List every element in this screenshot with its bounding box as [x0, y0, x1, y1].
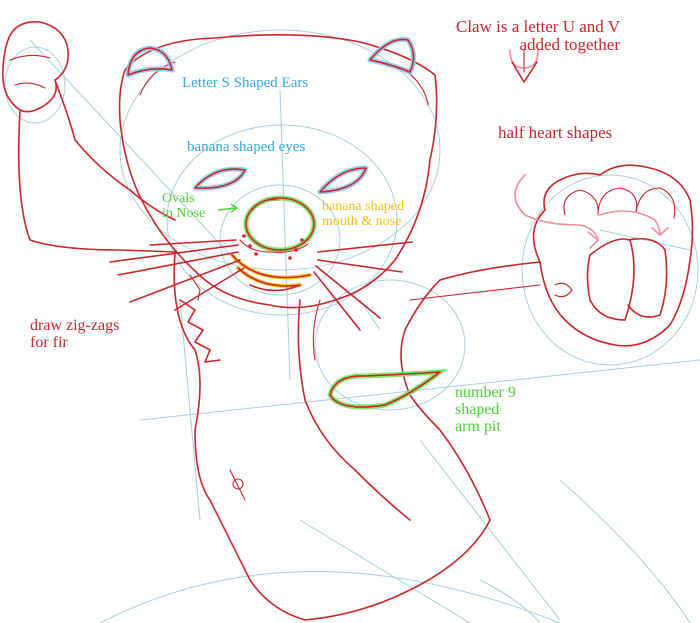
left-arm: [2, 21, 176, 253]
arrow-icon: [217, 203, 239, 213]
ears: [125, 36, 416, 78]
ears-label: Letter S Shaped Ears: [182, 75, 309, 91]
u-v-claw-icon: [509, 49, 539, 83]
half-hearts-label: half heart shapes: [498, 123, 613, 142]
mouth-nose-label: banana shaped mouth & nose: [322, 199, 405, 229]
claw-label: Claw is a letter U and V added together: [456, 17, 620, 54]
right-fist: [514, 164, 694, 347]
fur-label: draw zig-zags for fir: [30, 317, 120, 351]
eyes-label: banana shaped eyes: [187, 139, 306, 155]
armpit-label: number 9 shaped arm pit: [455, 384, 516, 435]
fur-zigzags: [179, 274, 221, 363]
arm-pit: [327, 368, 449, 410]
construction-guides: [4, 29, 700, 623]
nose-mouth: [230, 195, 317, 292]
body-outline: [173, 251, 541, 621]
nose-ovals-label: Ovals in Nose: [162, 191, 206, 221]
eyes: [192, 165, 369, 195]
whiskers: [109, 239, 413, 331]
